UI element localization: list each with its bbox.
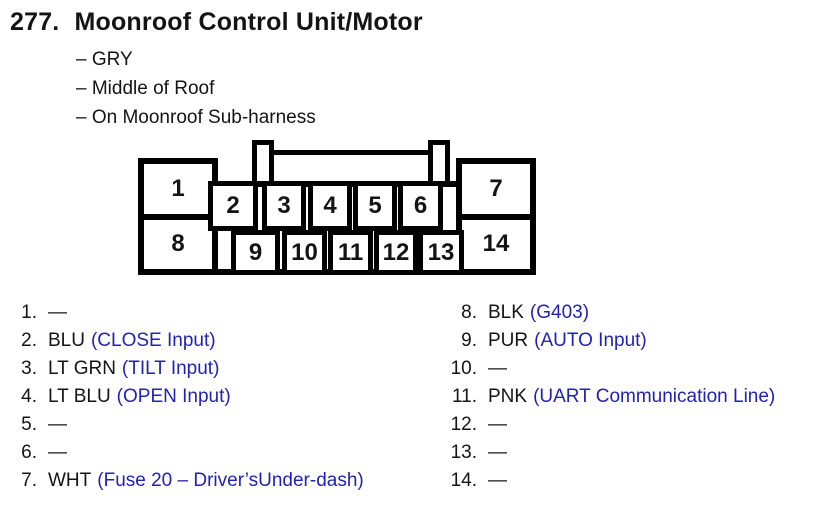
pin-list-right: 8. BLK(G403) 9. PUR(AUTO Input) 10. — 11… (443, 299, 776, 495)
pin-list-left: 1. — 2. BLU(CLOSE Input) 3. LT GRN(TILT … (3, 299, 364, 495)
pin-wire-color: — (48, 414, 67, 435)
pin-row-9: 9. PUR(AUTO Input) (443, 327, 775, 355)
pin-row-12: 12. — (443, 411, 775, 439)
pin-note: (UART Communication Line) (533, 386, 776, 407)
pin-wire-color: — (488, 442, 507, 463)
pin-row-3: 3. LT GRN(TILT Input) (3, 355, 364, 383)
connector-block-right: 7 14 (456, 158, 536, 275)
pin-row-4: 4. LT BLU(OPEN Input) (3, 383, 364, 411)
pin-row-13: 13. — (443, 439, 775, 467)
connector-lock-tab-right (428, 140, 450, 186)
pin-wire-color: BLK (488, 302, 524, 323)
pin-wire-color: — (488, 414, 507, 435)
pin-number: 2. (21, 330, 37, 351)
pin-row-6: 6. — (3, 439, 364, 467)
pin-number: 5. (21, 414, 37, 435)
connector-attributes: – GRY – Middle of Roof – On Moonroof Sub… (76, 45, 316, 132)
pin-wire-color: PNK (488, 386, 528, 407)
pin-number: 7. (21, 470, 37, 491)
pin-number: 12. (450, 414, 477, 435)
cavity-14: 14 (482, 230, 510, 258)
pin-row-2: 2. BLU(CLOSE Input) (3, 327, 364, 355)
pin-row-14: 14. — (443, 467, 775, 495)
pin-number: 3. (21, 358, 37, 379)
pin-wire-color: — (48, 302, 67, 323)
cavity-13: 13 (418, 230, 464, 275)
pin-wire-color: — (488, 470, 507, 491)
attribute-line-harness: – On Moonroof Sub-harness (76, 107, 316, 128)
pin-wire-color: LT BLU (48, 386, 111, 407)
cavity-divider (462, 213, 530, 220)
cavity-3: 3 (262, 181, 306, 231)
cavity-5: 5 (353, 181, 397, 231)
section-number: 277. (10, 8, 60, 36)
pin-note: (Fuse 20 – Driver’sUnder-dash) (97, 470, 364, 491)
cavity-8: 8 (171, 230, 185, 258)
cavity-12: 12 (374, 230, 418, 275)
pin-note: (AUTO Input) (534, 330, 647, 351)
pin-row-7: 7. WHT(Fuse 20 – Driver’sUnder-dash) (3, 467, 364, 495)
pin-number: 10. (450, 358, 477, 379)
pin-number: 1. (21, 302, 37, 323)
pin-row-10: 10. — (443, 355, 775, 383)
pin-wire-color: BLU (48, 330, 85, 351)
pin-wire-color: PUR (488, 330, 529, 351)
pin-note: (G403) (529, 302, 590, 323)
cavity-divider (144, 213, 212, 220)
page-title: 277. Moonroof Control Unit/Motor (10, 8, 423, 37)
pin-row-5: 5. — (3, 411, 364, 439)
cavity-4: 4 (308, 181, 352, 231)
pin-number: 8. (461, 302, 477, 323)
cavity-6: 6 (398, 181, 443, 231)
pin-wire-color: — (488, 358, 507, 379)
pin-number: 14. (450, 470, 477, 491)
pin-wire-color: WHT (48, 470, 92, 491)
pin-note: (TILT Input) (121, 358, 220, 379)
pin-number: 6. (21, 442, 37, 463)
cavity-11: 11 (328, 230, 373, 275)
pin-number: 4. (21, 386, 37, 407)
pin-row-11: 11. PNK(UART Communication Line) (443, 383, 775, 411)
pin-number: 9. (461, 330, 477, 351)
pin-wire-color: — (48, 442, 67, 463)
pin-row-1: 1. — (3, 299, 364, 327)
pin-wire-color: LT GRN (48, 358, 116, 379)
connector-block-left: 1 8 (138, 158, 218, 275)
attribute-line-color: – GRY (76, 49, 133, 70)
cavity-2: 2 (208, 181, 258, 231)
pin-number: 11. (451, 386, 477, 407)
cavity-10: 10 (282, 230, 327, 275)
attribute-line-location: – Middle of Roof (76, 78, 215, 99)
cavity-1: 1 (171, 174, 185, 202)
pin-note: (OPEN Input) (116, 386, 231, 407)
pin-row-8: 8. BLK(G403) (443, 299, 775, 327)
connector-lock-tab-left (252, 140, 274, 186)
cavity-9: 9 (231, 230, 280, 275)
cavity-7: 7 (489, 174, 503, 202)
pin-number: 13. (450, 442, 477, 463)
pin-note: (CLOSE Input) (90, 330, 216, 351)
section-title: Moonroof Control Unit/Motor (74, 8, 423, 36)
